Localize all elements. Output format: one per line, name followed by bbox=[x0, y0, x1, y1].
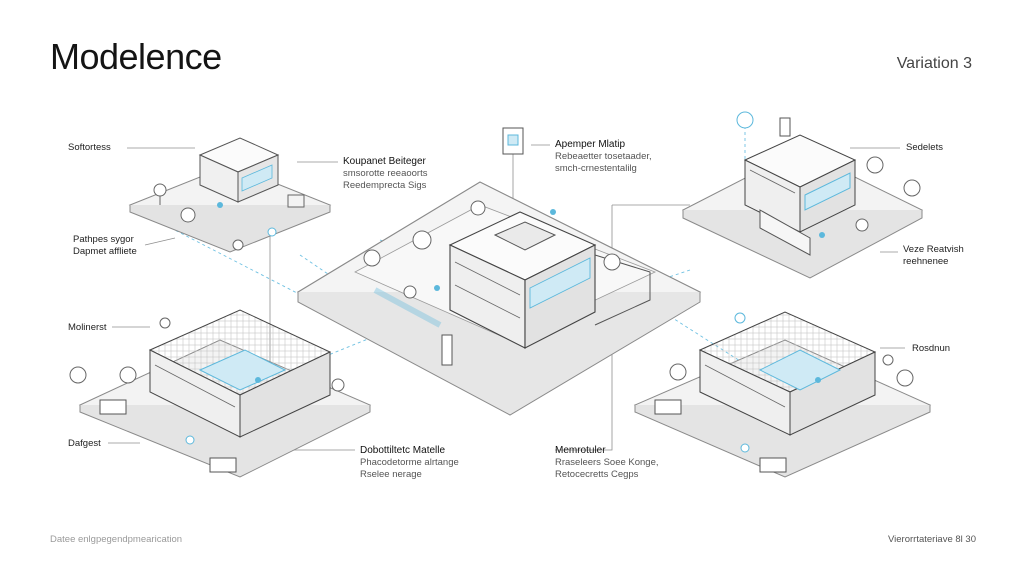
label-center-left-top: Koupanet Beiteger smsorotte reeaoorts Re… bbox=[343, 156, 427, 192]
label-center-top-line-1: Rebeaetter tosetaader, bbox=[555, 151, 652, 162]
module-bottom-right bbox=[633, 311, 932, 478]
label-bottom-center-right-line-2: Retocecretts Cegps bbox=[555, 469, 639, 480]
label-right-upper-line-2: reehnenee bbox=[903, 256, 949, 267]
footer-version: Vierorrtateriave 8l 30 bbox=[887, 534, 976, 545]
variation-label: Variation 3 bbox=[896, 55, 972, 72]
label-center-top-head: Apemper Mlatip bbox=[555, 139, 626, 150]
label-left-upper-line-2: Dapmet affliete bbox=[73, 246, 137, 257]
page-title: Modelence bbox=[50, 36, 222, 77]
label-bottom-center-left-head: Dobottiltetc Matelle bbox=[360, 445, 446, 456]
label-right-upper-line-1: Veze Reatvish bbox=[903, 244, 964, 255]
module-center bbox=[296, 127, 702, 416]
label-right-middle: Rosdnun bbox=[912, 343, 951, 354]
label-center-left-top-head: Koupanet Beiteger bbox=[343, 156, 426, 167]
module-top-right bbox=[681, 111, 924, 279]
label-bottom-center-right-head: Memrotuler bbox=[555, 445, 606, 456]
label-bottom-center-right-line-1: Rraseleers Soee Konge, bbox=[555, 457, 659, 468]
label-center-top-line-2: smch-crnestentalilg bbox=[555, 163, 637, 174]
label-top-left: Softortess bbox=[68, 142, 111, 153]
label-left-upper-line-1: Pathpes sygor bbox=[73, 234, 134, 245]
label-left-middle: Molinerst bbox=[68, 322, 107, 333]
module-bottom-left bbox=[69, 309, 372, 478]
label-bottom-center-left: Dobottiltetc Matelle Phacodetorme alrtan… bbox=[360, 445, 459, 481]
label-center-left-top-line-2: Reedemprecta Sigs bbox=[343, 180, 427, 191]
label-bottom-center-left-line-1: Phacodetorme alrtange bbox=[360, 457, 459, 468]
label-bottom-center-right: Memrotuler Rraseleers Soee Konge, Retoce… bbox=[555, 445, 659, 481]
label-top-right: Sedelets bbox=[906, 142, 943, 153]
footer-caption: Datee enlgpegendpmearication bbox=[50, 534, 183, 545]
label-center-top: Apemper Mlatip Rebeaetter tosetaader, sm… bbox=[555, 139, 652, 175]
label-bottom-center-left-line-2: Rselee nerage bbox=[360, 469, 422, 480]
label-right-upper: Veze Reatvish reehnenee bbox=[903, 244, 964, 268]
label-left-lower: Dafgest bbox=[68, 438, 101, 449]
module-top-left bbox=[128, 137, 332, 253]
label-left-upper: Pathpes sygor Dapmet affliete bbox=[73, 234, 137, 258]
label-center-left-top-line-1: smsorotte reeaoorts bbox=[343, 168, 428, 179]
